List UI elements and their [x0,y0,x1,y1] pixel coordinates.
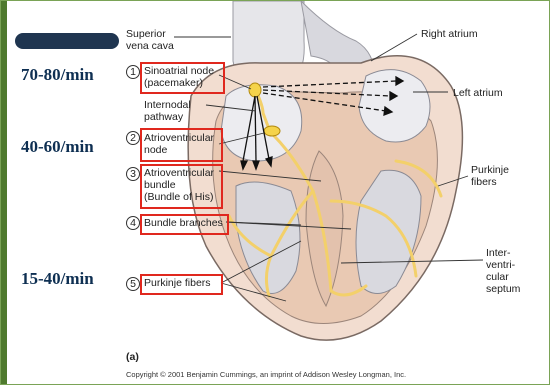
step-1-number: 1 [126,65,140,79]
step-3-label: Atrioventricular bundle (Bundle of His) [144,167,214,203]
sa-node-shape [249,83,261,97]
label-superior-vena-cava: Superior vena cava [126,28,174,52]
left-accent-strip [1,1,7,385]
label-internodal-pathway: Internodal pathway [144,99,191,123]
figure-caption: (a) [126,351,139,363]
label-left-atrium: Left atrium [453,87,503,99]
label-right-atrium: Right atrium [421,28,478,40]
step-1-label: Sinoatrial node (pacemaker) [144,65,214,89]
step-2-number: 2 [126,131,140,145]
step-3-number: 3 [126,167,140,181]
step-2-label: Atrioventricular node [144,132,214,156]
step-5-label: Purkinje fibers [144,277,211,289]
copyright-notice: Copyright © 2001 Benjamin Cummings, an i… [126,370,406,379]
sa-node-rate: 70-80/min [21,65,94,85]
step-5-number: 5 [126,277,140,291]
title-pill [15,33,119,49]
step-4-label: Bundle branches [144,217,223,229]
av-node-rate: 40-60/min [21,137,94,157]
purkinje-rate: 15-40/min [21,269,94,289]
label-interventricular-septum: Inter- ventri- cular septum [486,247,520,295]
label-purkinje-fibers-right: Purkinje fibers [471,164,509,188]
right-atrium-chamber [221,85,302,161]
av-node-shape [264,126,280,136]
step-4-number: 4 [126,216,140,230]
